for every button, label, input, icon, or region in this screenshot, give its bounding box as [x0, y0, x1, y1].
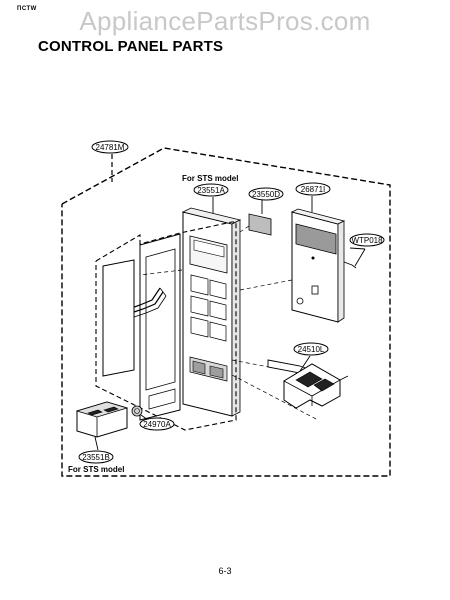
pcb-board-part: [239, 208, 357, 323]
callout-wtp018: WTP018: [349, 233, 385, 267]
control-panel-part: [181, 207, 242, 417]
note-top-sts: For STS model: [182, 174, 238, 183]
callout-label: 26871I: [301, 185, 325, 194]
watermark-logo: AppliancePartsPros.com: [79, 6, 371, 36]
callout-26871i: 26871I: [295, 182, 331, 212]
bracket-part: [267, 359, 349, 409]
callout-label: 23551B: [82, 453, 110, 462]
callout-label: 23550D: [252, 190, 280, 199]
callout-23550d: 23550D: [248, 187, 284, 214]
callout-24781m: 24781M: [91, 140, 129, 182]
assembly-outline: [61, 147, 391, 477]
callout-24970a: 24970A: [139, 417, 175, 431]
button-part: [75, 401, 129, 451]
callout-24510l: 24510L: [293, 342, 329, 372]
callout-label: 24781M: [96, 143, 125, 152]
window-film-part: [102, 259, 135, 377]
callout-label: 23551A: [197, 186, 225, 195]
callout-label: 24510L: [298, 345, 325, 354]
door-frame-part: [128, 233, 181, 421]
note-bottom-sts: For STS model: [68, 465, 124, 474]
window-sheet-part: [239, 213, 272, 236]
callout-label: 24970A: [143, 420, 171, 429]
callout-23551b: 23551B: [78, 450, 114, 464]
page-title: CONTROL PANEL PARTS: [38, 38, 224, 55]
page-number: 6-3: [218, 566, 232, 576]
callout-label: WTP018: [351, 236, 383, 245]
corner-mark: ПСТW: [17, 6, 37, 12]
